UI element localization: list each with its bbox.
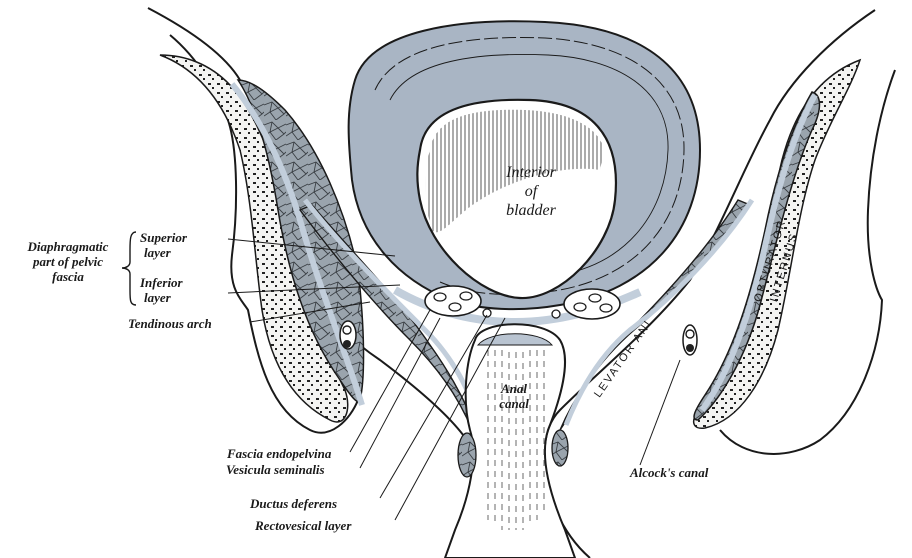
- rectovesical-layer-label: Rectovesical layer: [255, 518, 351, 533]
- interior-of-bladder-label: Interior of bladder: [486, 163, 576, 220]
- left-alcocks-canal: [340, 321, 356, 349]
- inferior-layer-label: Inferior layer: [140, 275, 183, 305]
- superior-layer-label: Superior layer: [140, 230, 187, 260]
- right-ductus-deferens: [552, 310, 560, 318]
- fascia-endopelvina-label: Fascia endopelvina: [227, 446, 331, 461]
- anal-canal-label: Anal canal: [494, 381, 534, 411]
- left-vesicula-seminalis: [425, 286, 481, 316]
- alcocks-canal-label: Alcock's canal: [630, 465, 708, 480]
- vesicula-seminalis-label: Vesicula seminalis: [226, 462, 325, 477]
- diaphragmatic-label: Diaphragmatic part of pelvic fascia: [4, 239, 132, 284]
- tendinous-arch-label: Tendinous arch: [128, 316, 212, 331]
- left-sphincter: [458, 433, 476, 477]
- right-alcocks-canal: [683, 325, 697, 355]
- ductus-deferens-label: Ductus deferens: [250, 496, 337, 511]
- right-sphincter: [552, 430, 568, 466]
- right-vesicula-seminalis: [564, 289, 620, 319]
